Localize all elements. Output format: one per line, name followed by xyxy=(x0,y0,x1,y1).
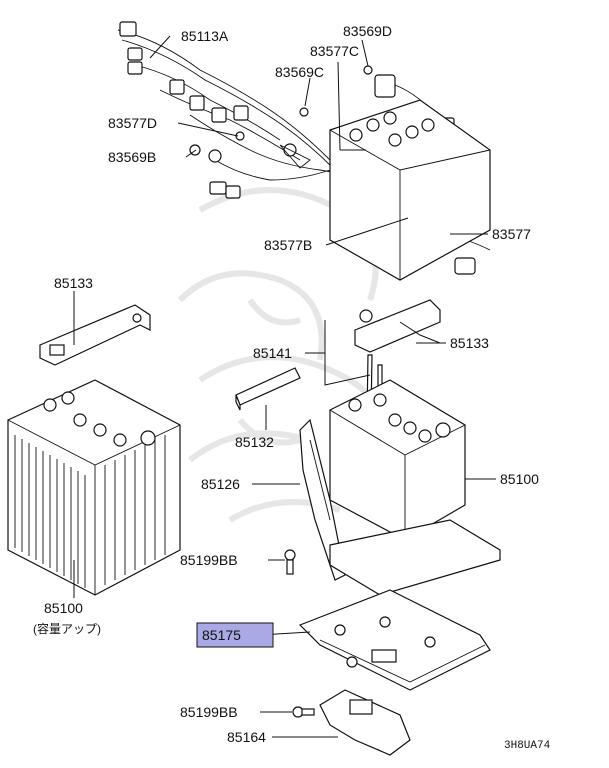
callout-85100-left: 85100 xyxy=(44,600,83,616)
callout-83577d: 83577D xyxy=(108,115,157,131)
callout-85100-note: (容量アップ) xyxy=(33,621,101,636)
callout-85133-left: 85133 xyxy=(54,275,93,291)
callout-83569d: 83569D xyxy=(343,23,392,39)
callout-85199bb-top: 85199BB xyxy=(180,552,238,568)
guard-85126 xyxy=(299,418,346,581)
bracket-85133-left xyxy=(39,304,151,366)
bolt-85199bb-top xyxy=(284,549,296,575)
leader-lines xyxy=(73,35,496,738)
callout-85126: 85126 xyxy=(201,476,240,492)
diagram-code: 3H8UA74 xyxy=(504,740,551,752)
callout-83577c: 83577C xyxy=(310,43,359,59)
callout-85132: 85132 xyxy=(235,434,274,450)
callout-83577: 83577 xyxy=(492,226,531,242)
cover-85132 xyxy=(235,367,301,411)
battery-top xyxy=(329,99,491,281)
callout-83569b: 83569B xyxy=(108,149,156,165)
bracket-85133-right xyxy=(354,299,441,353)
callout-85175: 85175 xyxy=(202,627,241,643)
battery-85100-left xyxy=(7,379,181,596)
bolt-85199bb-bottom xyxy=(292,706,315,718)
callout-85164: 85164 xyxy=(227,729,266,745)
callout-85141: 85141 xyxy=(253,345,292,361)
bracket-85164 xyxy=(319,689,411,756)
highlight-85175 xyxy=(196,622,274,648)
callout-85199bb-bottom: 85199BB xyxy=(180,704,238,720)
battery-85100-right xyxy=(329,379,466,541)
callout-labels: 85113A 83569D 83577C 83569C 83577D 83569… xyxy=(33,23,551,752)
callout-85133-right: 85133 xyxy=(450,335,489,351)
callout-85113a: 85113A xyxy=(181,28,229,44)
callout-83569c: 83569C xyxy=(275,64,324,80)
tray-85175 xyxy=(298,519,501,691)
callout-83577b: 83577B xyxy=(264,237,312,253)
callout-85100-right: 85100 xyxy=(500,471,539,487)
